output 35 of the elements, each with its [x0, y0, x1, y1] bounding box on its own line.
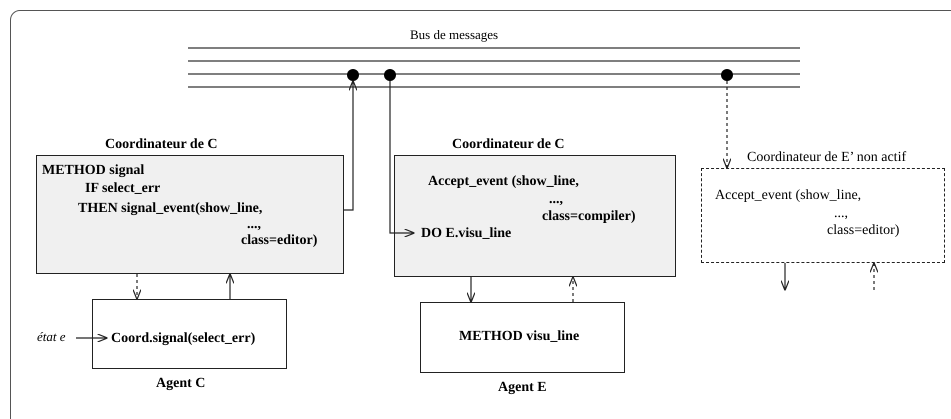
- code-line: ...,: [549, 192, 563, 208]
- arrow: [389, 81, 416, 238]
- box-title: Coordinateur de C: [105, 137, 218, 154]
- code-line: METHOD signal: [42, 163, 144, 180]
- arrow: [466, 277, 476, 304]
- code-line: Accept_event (show_line,: [428, 174, 579, 190]
- box-title: Agent E: [498, 380, 547, 396]
- bus-connector-dot: [721, 69, 733, 81]
- box-title: Coordinateur de C: [452, 137, 565, 154]
- arrow: [568, 276, 578, 302]
- bus-label: Bus de messages: [410, 28, 498, 43]
- bus-connector-dot: [347, 69, 359, 81]
- code-line: class=compiler): [542, 209, 636, 226]
- code-line: Accept_event (show_line,: [715, 188, 862, 204]
- message-bus: [188, 28, 800, 90]
- code-line: ...,: [834, 206, 848, 222]
- arrow: [780, 263, 790, 292]
- arrow: [344, 80, 358, 211]
- code-line: class=editor): [241, 233, 318, 250]
- arrow: [132, 274, 142, 300]
- code-line: THEN signal_event(show_line,: [78, 201, 262, 218]
- code-line: ...,: [247, 217, 261, 234]
- arrow: [722, 81, 732, 170]
- box-title: Coordinateur de E’ non actif: [747, 150, 906, 166]
- code-line: METHOD visu_line: [459, 329, 580, 346]
- arrow: [225, 272, 235, 299]
- bus-connector-dot: [384, 69, 396, 81]
- code-line: Coord.signal(select_err): [111, 331, 256, 348]
- arrow: [869, 262, 879, 290]
- code-line: class=editor): [827, 223, 900, 240]
- code-line: IF select_err: [85, 181, 160, 198]
- box-title: Agent C: [156, 376, 206, 392]
- state-label: état e: [37, 330, 66, 345]
- code-line: DO E.visu_line: [421, 226, 512, 242]
- arrow: [76, 333, 108, 343]
